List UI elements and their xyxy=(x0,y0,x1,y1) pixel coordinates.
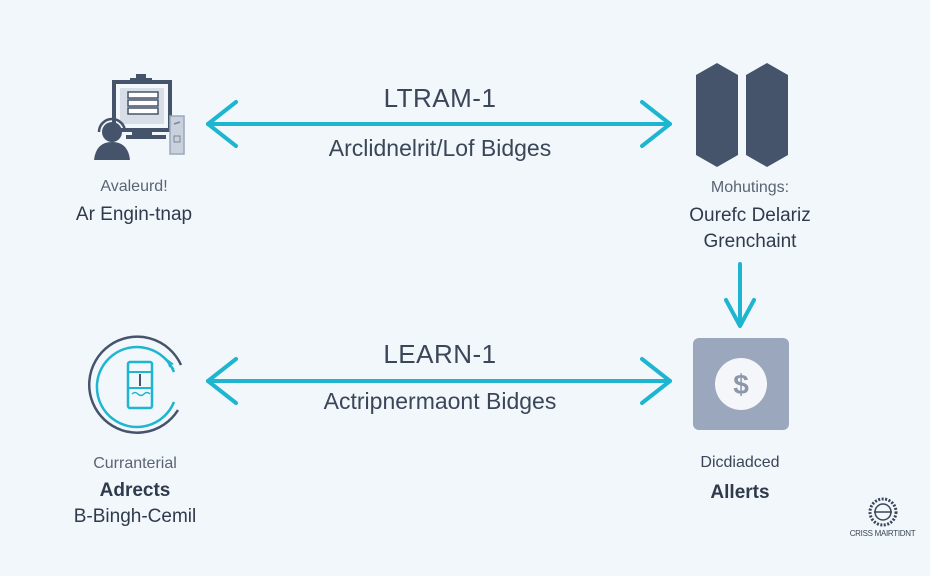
arrow-head-left xyxy=(206,100,238,148)
computer-support-agent-icon xyxy=(94,74,185,160)
node-title-line1: Ourefc Delariz xyxy=(689,205,811,226)
circle-device-icon xyxy=(87,335,183,434)
node-top-right: Mohutings: Ourefc Delariz Grenchaint xyxy=(660,55,840,255)
dollar-badge-icon: $ xyxy=(693,338,789,430)
connector-title-bottom: LEARN-1 xyxy=(383,339,497,369)
node-title-line2: B-Bingh-Cemil xyxy=(73,506,197,527)
bottom-bidirectional-arrow xyxy=(206,357,672,405)
arrow-head-right xyxy=(640,357,672,405)
hexagon-cluster-icon xyxy=(696,63,788,167)
connector-subtitle-bottom: Actripnermaont Bidges xyxy=(323,388,557,414)
node-subtitle: Curranterial xyxy=(93,455,177,472)
node-title-line2: Grenchaint xyxy=(703,231,797,252)
arrow-head-left xyxy=(206,357,238,405)
connector-subtitle-top: Arclidnelrit/Lof Bidges xyxy=(328,135,552,161)
node-subtitle: Mohutings: xyxy=(710,179,790,196)
arrow-head-down xyxy=(724,298,756,328)
node-bottom-left: Curranterial Adrects B-Bingh-Cemil xyxy=(60,325,240,535)
watermark: CRISS MAIRTIDNT xyxy=(835,495,930,545)
node-title: Ar Engin-tnap xyxy=(75,204,193,225)
seal-badge-icon xyxy=(868,497,898,527)
connector-title-top: LTRAM-1 xyxy=(383,83,497,113)
node-bottom-right: $ Dicdiadced Allerts xyxy=(660,330,820,510)
svg-text:$: $ xyxy=(733,369,749,400)
arrow-head-right xyxy=(640,100,672,148)
top-bidirectional-arrow xyxy=(206,100,672,148)
node-subtitle: Dicdiadced xyxy=(700,454,780,471)
watermark-text: CRISS MAIRTIDNT xyxy=(849,529,916,538)
node-subtitle: Avaleurd! xyxy=(100,178,168,195)
node-top-left: Avaleurd! Ar Engin-tnap xyxy=(60,60,230,240)
node-title-line1: Adrects xyxy=(99,480,171,501)
node-title: Allerts xyxy=(710,482,770,503)
down-arrow xyxy=(724,262,756,328)
